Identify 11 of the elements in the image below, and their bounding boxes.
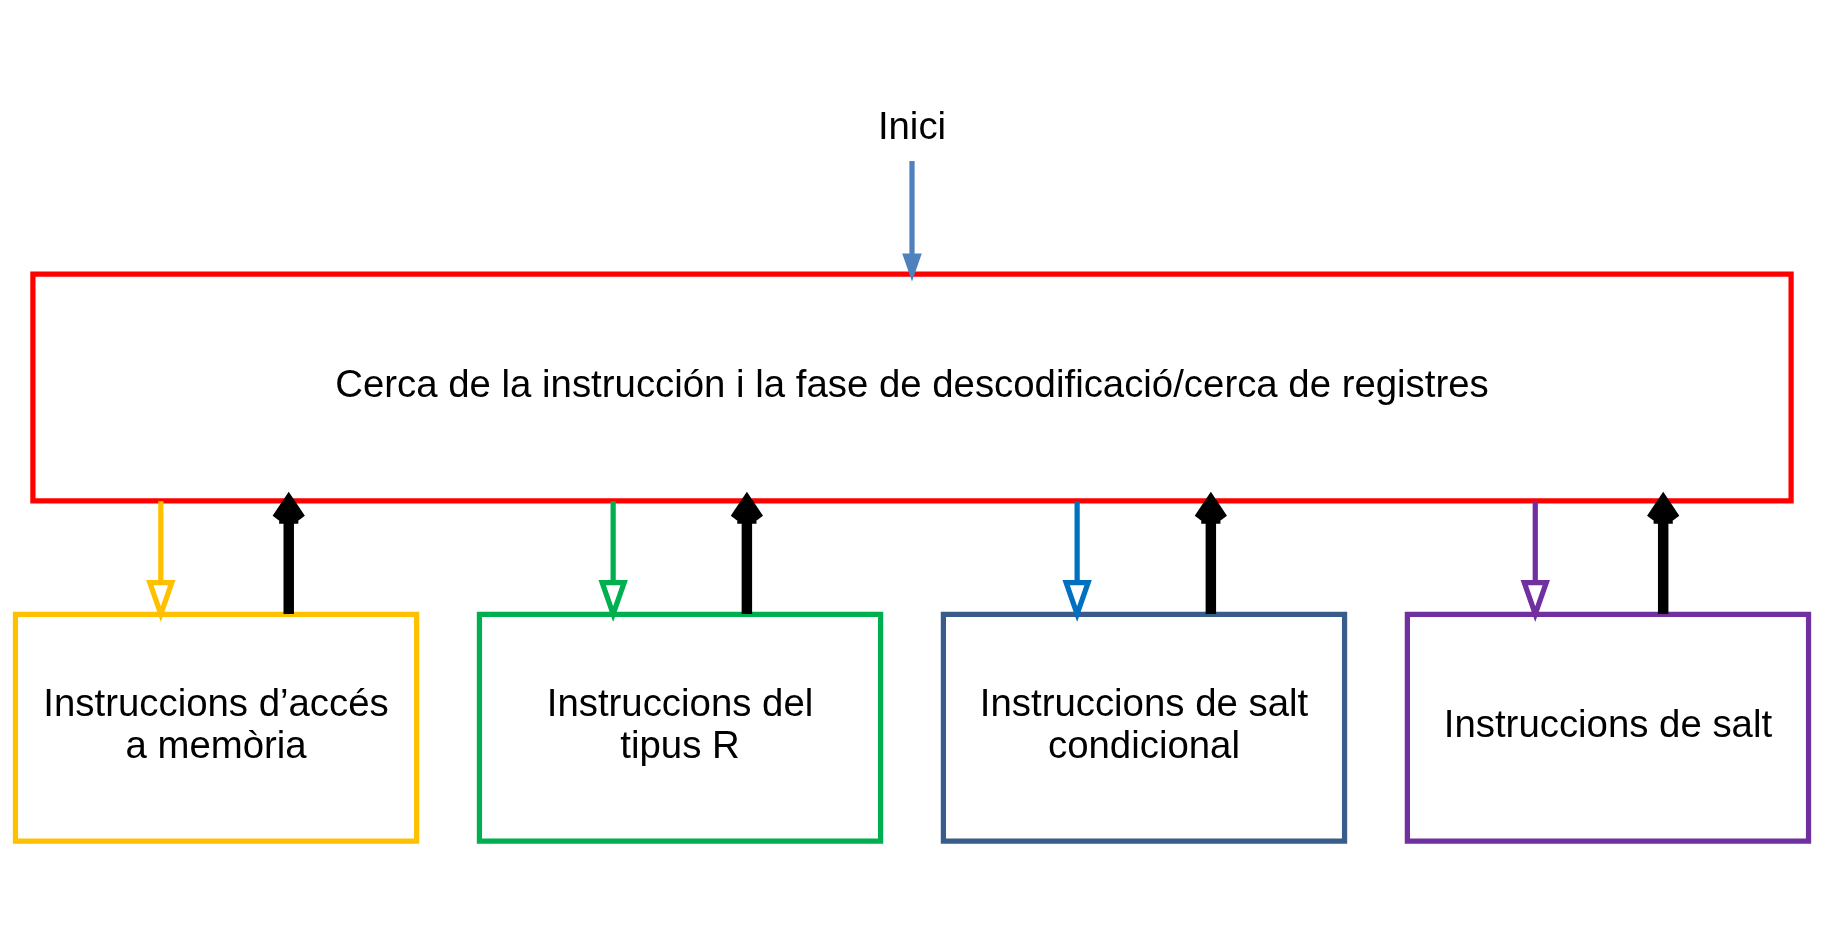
arrow	[902, 161, 922, 282]
node-box: Instruccions d’accés a memòria	[12, 611, 420, 844]
node-text: Inici	[877, 104, 947, 148]
arrow	[598, 501, 628, 622]
arrow	[1062, 501, 1092, 622]
node-box: Instruccions del tipus R	[476, 611, 884, 844]
node-box: Cerca de la instrucción i la fase de descodificació/cerca de registres	[30, 271, 1794, 504]
arrow	[146, 501, 176, 622]
node-box: Instruccions de salt condicional	[940, 611, 1348, 844]
node-box: Instruccions de salt	[1404, 611, 1812, 844]
arrow	[1520, 501, 1550, 622]
